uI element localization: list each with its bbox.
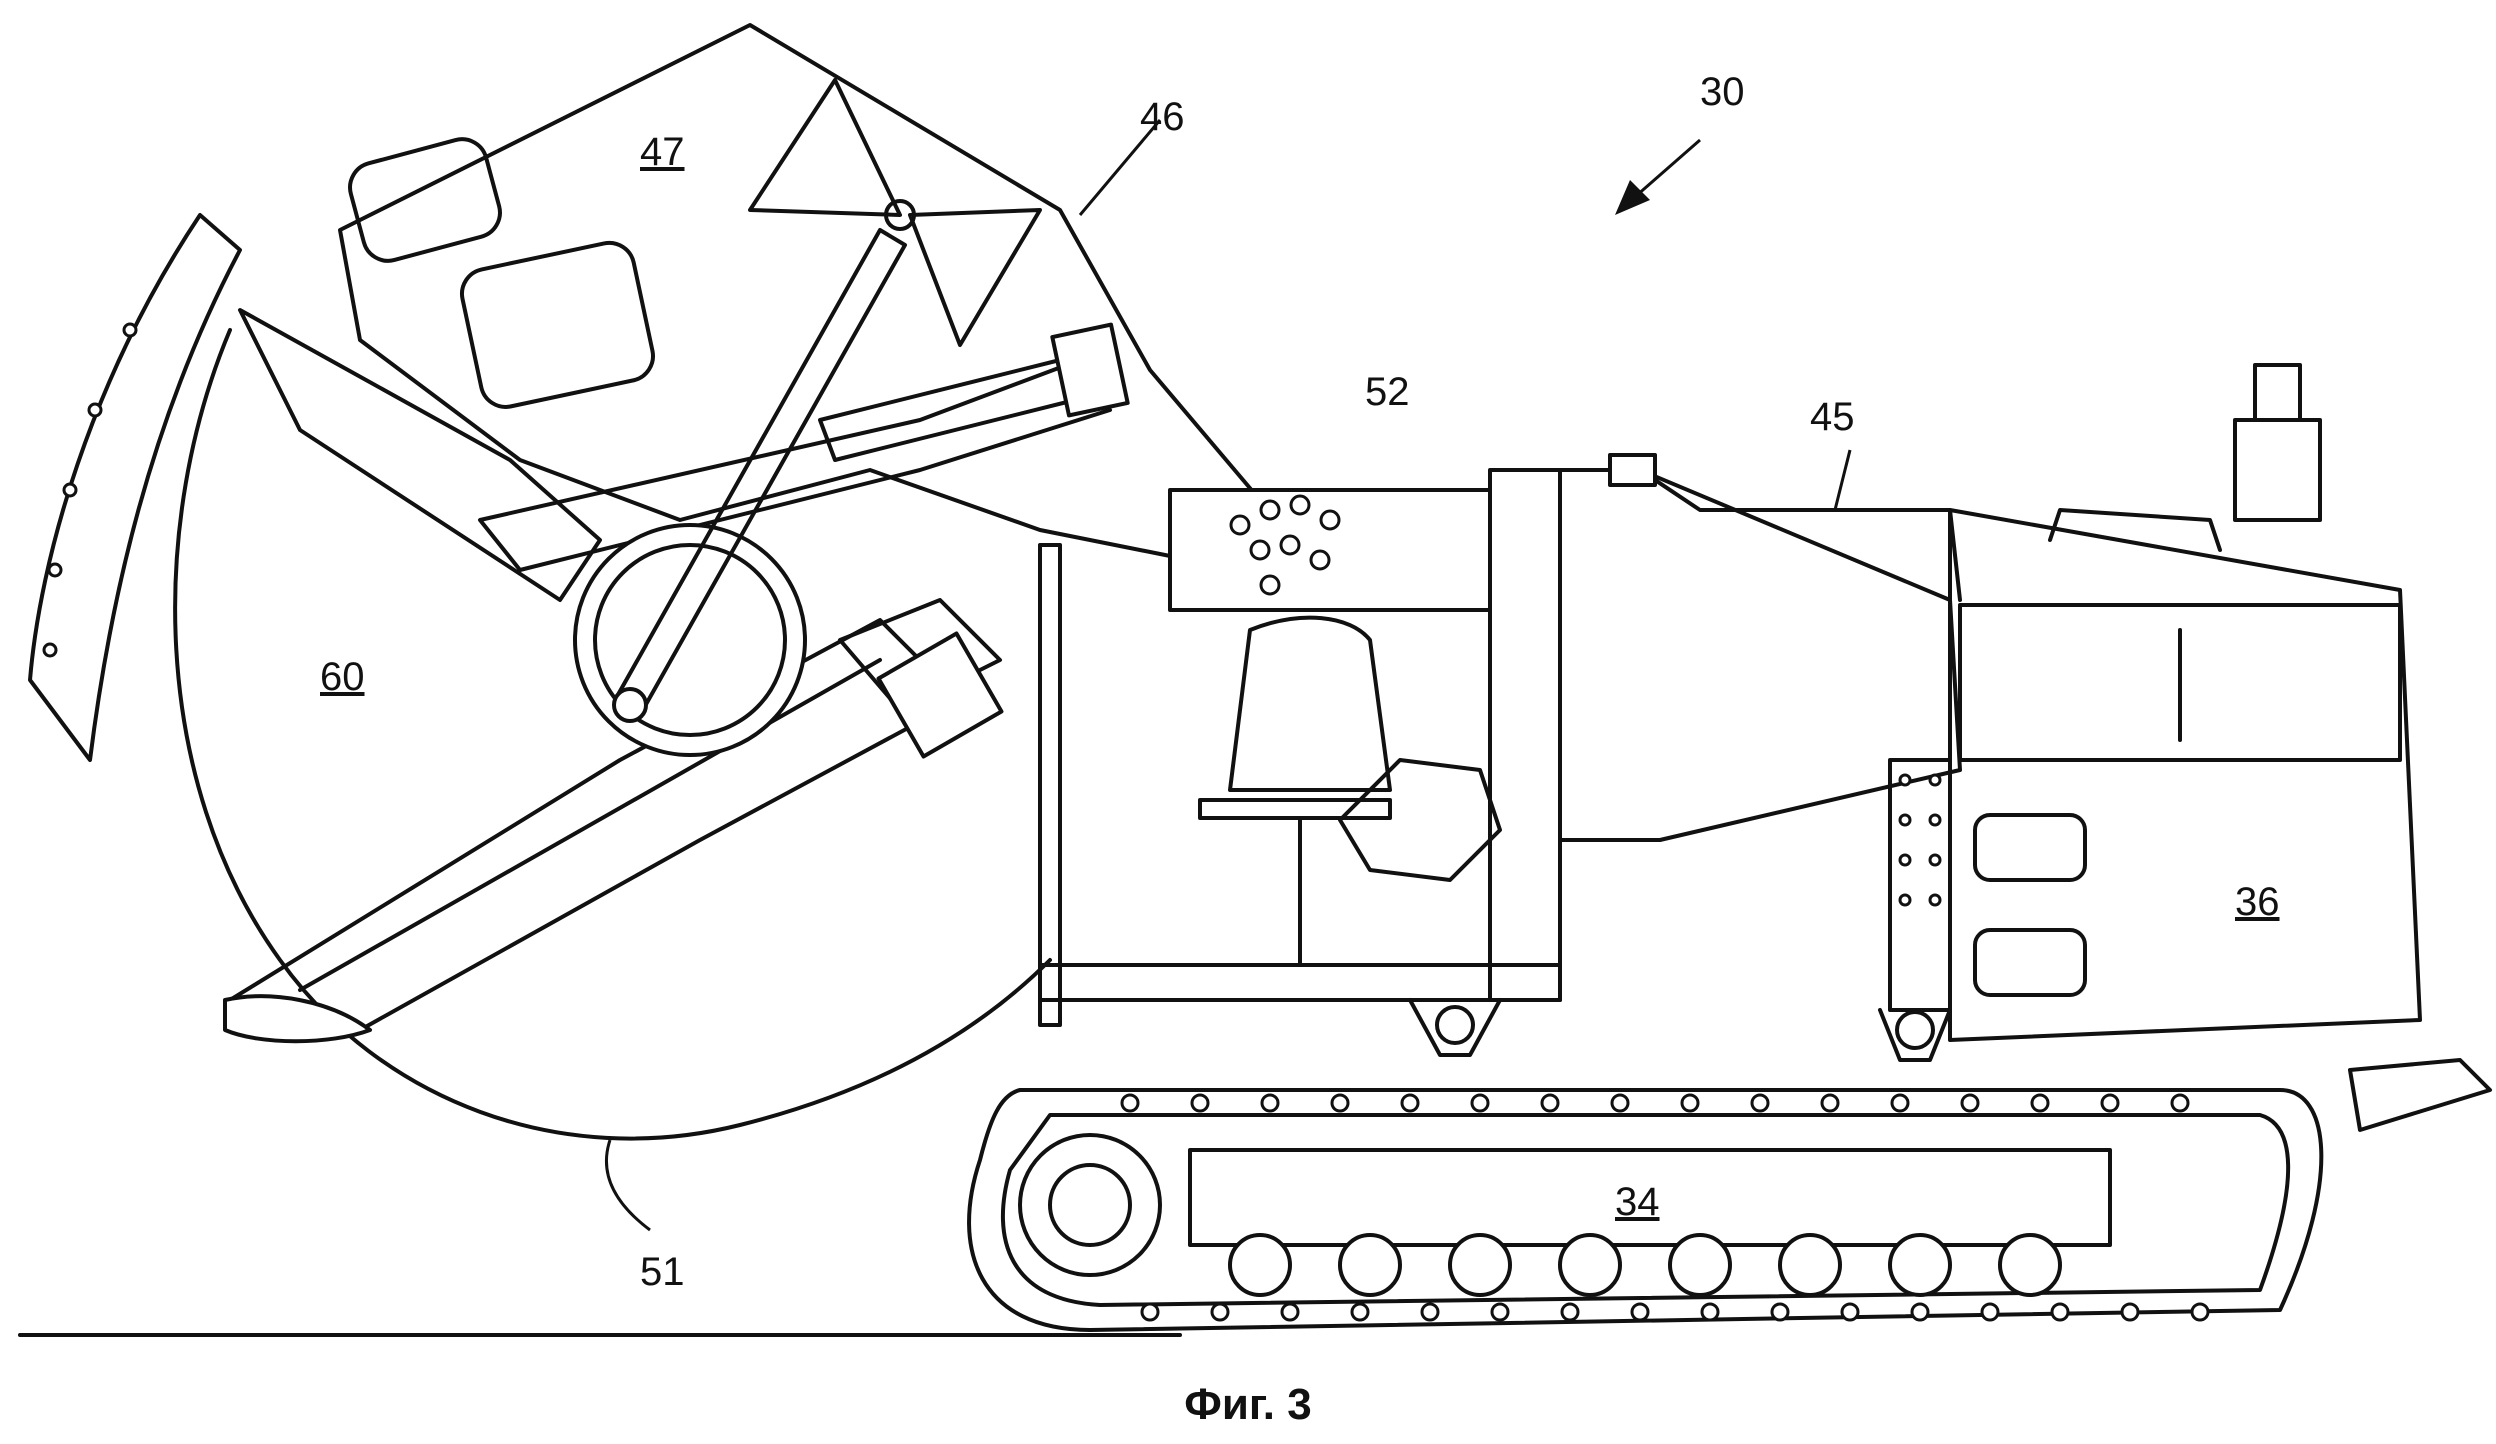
shoe-bolts [42, 322, 138, 658]
support-post [1888, 758, 1952, 1012]
front-pivot [1435, 1005, 1475, 1045]
operator-seat [1228, 615, 1392, 792]
track-inner [1000, 1113, 2291, 1307]
rear-pivot-mount [1878, 1008, 1952, 1062]
drive-sprocket-hub [1048, 1163, 1132, 1247]
access-panel-upper [1973, 813, 2087, 882]
frame-top [1638, 468, 1962, 602]
label-cutter-guard: 47 [640, 130, 685, 174]
rear-pivot [1895, 1010, 1935, 1050]
boom-arm [238, 308, 602, 602]
label-cutting-wheel-edge: 51 [640, 1250, 685, 1294]
engine-housing [1948, 508, 2422, 1042]
lower-arm-rib [298, 658, 882, 992]
hub-block [876, 631, 1004, 759]
wheel-hub [573, 523, 807, 757]
crawler-track [967, 1088, 2324, 1332]
cutting-wheel [173, 328, 1052, 1141]
main-frame [1558, 468, 1962, 842]
post-bolts [1898, 773, 1942, 907]
wheel-hub-inner [593, 543, 787, 737]
cylinder-pivot-lower [612, 687, 648, 723]
cutter-guard [338, 23, 1262, 562]
frame-cap [1608, 453, 1657, 487]
label-cutting-wheel: 60 [320, 655, 365, 699]
drive-sprocket [1018, 1133, 1162, 1277]
left-shoe-arm [28, 213, 242, 762]
leader-line-45 [1833, 449, 1852, 511]
guard-window-lower [459, 240, 655, 409]
front-pivot-mount [1408, 998, 1502, 1057]
hub-bracket [838, 598, 1002, 712]
hood-handle [2048, 508, 2222, 552]
track-links [1120, 1093, 2210, 1322]
label-crawler-track: 34 [1615, 1180, 1660, 1224]
cylinder-block [1050, 322, 1130, 418]
upper-pulley-bracket-left [748, 78, 902, 217]
operator-cab [1168, 488, 1492, 612]
exhaust-muffler [2233, 418, 2322, 522]
leader-line-51 [604, 1139, 651, 1232]
boom-upper-strut [478, 358, 1112, 572]
cab-base-frame [1038, 963, 1562, 1002]
upper-pulley-bracket-right [908, 208, 1042, 347]
cab-front-post [1038, 543, 1062, 1027]
engine-hood-panel [1958, 603, 2402, 762]
track-frame-beam [1188, 1148, 2112, 1247]
figure-caption: Фиг. 3 [1184, 1380, 1312, 1429]
label-frame: 45 [1810, 395, 1855, 439]
label-engine-housing: 36 [2235, 880, 2280, 924]
cab-lights [1229, 494, 1341, 596]
arrow-30-head [1615, 180, 1650, 215]
label-machine: 30 [1700, 70, 1745, 114]
leader-line-46 [1078, 119, 1162, 216]
label-boom-arm: 46 [1140, 95, 1185, 139]
rear-blade [2348, 1058, 2492, 1132]
seat-base [1198, 798, 1392, 820]
lower-arm-tip [223, 994, 372, 1044]
label-operator-cab: 52 [1365, 370, 1410, 414]
guard-window-upper [348, 137, 502, 263]
road-wheels [1228, 1233, 2062, 1297]
hex-plate [1338, 758, 1502, 882]
access-panel-lower [1973, 928, 2087, 997]
cab-rear-post [1488, 468, 1562, 1002]
